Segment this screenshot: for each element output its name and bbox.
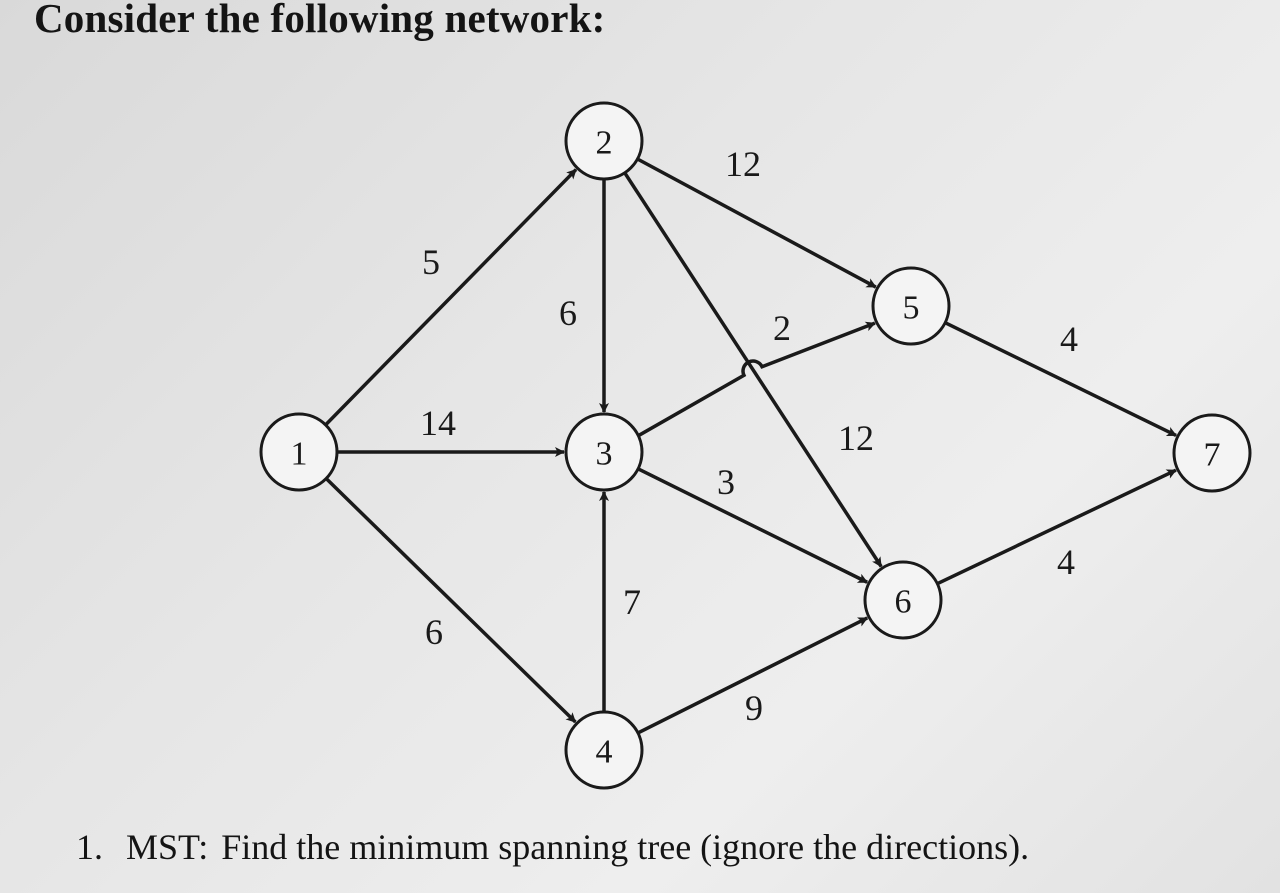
node-4: 4 — [564, 710, 644, 790]
edge-5-7: 4 — [944, 319, 1177, 438]
edge-line — [324, 477, 577, 724]
node-label-6: 6 — [895, 584, 912, 621]
edge-1-3: 14 — [337, 403, 565, 457]
node-label-7: 7 — [1204, 437, 1221, 474]
edge-line — [637, 467, 869, 584]
edge-line — [637, 616, 869, 735]
edge-2-3: 6 — [559, 179, 609, 413]
edge-line — [944, 321, 1177, 438]
edge-weight-4-3: 7 — [623, 582, 641, 622]
question: 1. MST: Find the minimum spanning tree (… — [76, 826, 1029, 868]
edge-1-4: 6 — [324, 477, 577, 724]
edge-3-5: 2 — [637, 308, 876, 438]
node-6: 6 — [863, 560, 943, 640]
edge-weight-5-7: 4 — [1060, 319, 1078, 359]
node-2: 2 — [564, 101, 644, 181]
edge-weight-2-5: 12 — [725, 144, 761, 184]
edge-3-6: 3 — [637, 462, 869, 584]
edge-2-5: 12 — [636, 144, 877, 289]
edge-weight-1-2: 5 — [422, 242, 440, 282]
edge-weight-2-6: 12 — [838, 418, 874, 458]
edge-weight-6-7: 4 — [1057, 542, 1075, 582]
edges-layer: 5 14 6 6 12 12 2 3 7 9 4 4 — [324, 144, 1177, 735]
edge-line — [324, 168, 578, 427]
node-circle — [863, 560, 943, 640]
edge-line — [623, 171, 883, 568]
question-number: 1. — [76, 827, 103, 867]
edge-weight-2-3: 6 — [559, 293, 577, 333]
edge-line — [936, 468, 1177, 586]
edge-weight-1-4: 6 — [425, 612, 443, 652]
edge-weight-1-3: 14 — [420, 403, 456, 443]
question-keyword: MST: — [126, 827, 209, 867]
edge-weight-3-6: 3 — [717, 462, 735, 502]
edge-1-2: 5 — [324, 168, 578, 427]
node-5: 5 — [871, 266, 951, 346]
node-circle — [871, 266, 951, 346]
edge-2-6: 12 — [623, 171, 883, 568]
edge-4-6: 9 — [637, 616, 869, 735]
node-circle — [259, 412, 339, 492]
edge-4-3: 7 — [599, 491, 641, 712]
node-1: 1 — [259, 412, 339, 492]
edge-weight-3-5: 2 — [773, 308, 791, 348]
node-label-3: 3 — [596, 436, 613, 473]
node-3: 3 — [564, 412, 644, 492]
node-circle — [564, 101, 644, 181]
node-circle — [564, 412, 644, 492]
question-text: Find the minimum spanning tree (ignore t… — [221, 827, 1030, 867]
node-label-5: 5 — [903, 290, 920, 327]
node-label-4: 4 — [596, 734, 613, 771]
heading: Consider the following network: — [34, 0, 606, 41]
edge-line — [636, 157, 877, 289]
node-label-2: 2 — [596, 125, 613, 162]
edge-6-7: 4 — [936, 468, 1177, 586]
node-7: 7 — [1172, 413, 1252, 493]
node-circle — [564, 710, 644, 790]
node-circle — [1172, 413, 1252, 493]
edge-weight-4-6: 9 — [745, 688, 763, 728]
node-label-1: 1 — [291, 436, 308, 473]
edge-line — [637, 321, 876, 438]
